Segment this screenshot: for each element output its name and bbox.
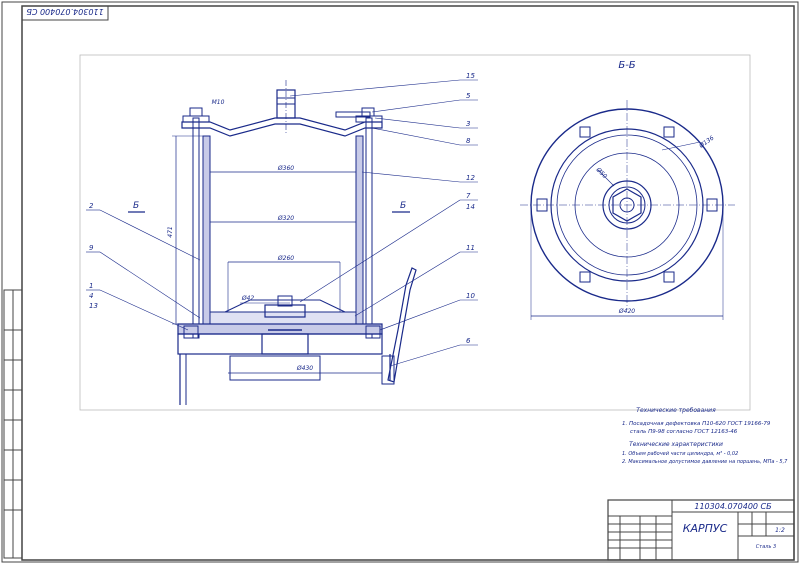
cylinder-section-view	[86, 79, 478, 405]
piston-dome	[224, 299, 346, 313]
leader-9	[99, 251, 201, 319]
leader-label-11: 11	[466, 244, 475, 252]
title-block-name: КАРПУС	[683, 522, 728, 535]
left-nut-top	[189, 107, 203, 117]
leader-label-13: 13	[89, 302, 98, 310]
leader-label-12: 12	[466, 174, 475, 182]
dim-label-d136: Ø136	[697, 135, 715, 151]
dim-label-height: 471	[167, 226, 174, 237]
lever-handle	[387, 267, 417, 383]
left-top-nut	[182, 115, 210, 123]
leader-label-15: 15	[466, 72, 475, 80]
rotated-stamp-box	[21, 5, 109, 21]
section-marker-left: Б	[133, 201, 139, 211]
lug-bottom-right	[663, 271, 675, 283]
leader-1	[99, 289, 189, 331]
leader-12	[361, 171, 461, 183]
dim-label-d430: Ø430	[296, 365, 313, 372]
right-wing-handle	[335, 111, 371, 118]
leader-5	[371, 99, 461, 113]
lever-bracket	[381, 355, 395, 385]
section-title-bb: Б-Б	[618, 60, 635, 71]
left-bottom-nut	[183, 325, 199, 339]
dim-label-d42: Ø42	[241, 295, 255, 302]
leader-label-1: 1	[89, 282, 93, 290]
section-marker-right: Б	[400, 201, 406, 211]
leader-label-5: 5	[466, 92, 471, 100]
characteristics-line-2: 2. Максимальное допустимое давление на п…	[622, 459, 788, 465]
dim-label-d360: Ø360	[277, 165, 294, 172]
notes-heading: Технические требования	[636, 407, 716, 414]
leader-label-9: 9	[89, 244, 94, 252]
dim-leader-d50	[597, 169, 615, 187]
title-block-code: 110304.070400 СБ	[694, 502, 772, 511]
leader-label-7: 7	[466, 192, 471, 200]
leader-label-4: 4	[89, 292, 93, 300]
lug-top-left	[579, 126, 591, 138]
left-cylinder-wall	[202, 135, 211, 325]
dim-label-d320: Ø320	[277, 215, 294, 222]
view-area-frame	[79, 54, 751, 411]
center-nut	[264, 304, 306, 318]
support-column	[229, 355, 321, 381]
support-left-wall	[180, 353, 187, 405]
base-flange	[177, 323, 383, 335]
bottom-shaft-hub	[261, 333, 309, 355]
title-block-scale: 1:2	[775, 527, 785, 534]
lug-left	[536, 198, 548, 212]
title-block-frame	[607, 499, 795, 561]
rotated-stamp-code: 110304.070400 СБ	[26, 7, 104, 16]
leader-3	[374, 117, 461, 129]
right-tie-rod	[365, 117, 373, 339]
leader-10	[379, 299, 461, 331]
notes-line-2: сталь П9-98 согласно ГОСТ 12163-46	[630, 429, 738, 435]
lid-cap	[181, 117, 383, 137]
dim-label-m10: М10	[212, 99, 225, 106]
right-bottom-nut	[365, 325, 381, 339]
leader-8	[371, 127, 461, 146]
section-view-bb	[520, 100, 735, 320]
leader-label-10: 10	[466, 292, 475, 300]
dim-label-d260: Ø260	[277, 255, 294, 262]
characteristics-line-1: 1. Объем рабочей части цилиндра, м³ - 0,…	[622, 451, 738, 457]
leader-15	[289, 79, 461, 97]
left-tie-rod	[192, 117, 200, 339]
leader-6	[389, 344, 461, 367]
characteristics-heading: Технические характеристики	[629, 441, 723, 448]
title-block	[607, 499, 795, 561]
leader-label-6: 6	[466, 337, 471, 345]
lug-bottom-left	[579, 271, 591, 283]
leader-2	[99, 209, 201, 261]
leader-label-3: 3	[466, 120, 470, 128]
leader-label-8: 8	[466, 137, 471, 145]
leader-label-14: 14	[466, 203, 475, 211]
right-cylinder-wall	[355, 135, 364, 325]
dim-leader-d136	[661, 141, 701, 151]
title-block-material: Сталь 3	[756, 544, 776, 550]
lug-right	[706, 198, 718, 212]
drawing-frame	[21, 5, 795, 561]
notes-line-1: 1. Посадочная дефектовка П10-620 ГОСТ 19…	[622, 421, 771, 427]
base-plate	[177, 333, 383, 355]
dim-label-d420: Ø420	[618, 308, 635, 315]
leader-7	[299, 199, 461, 303]
center-bolt-head	[277, 295, 293, 307]
lug-top-right	[663, 126, 675, 138]
leader-label-2: 2	[89, 202, 94, 210]
piston-plate	[209, 311, 357, 325]
leader-11	[354, 251, 461, 317]
